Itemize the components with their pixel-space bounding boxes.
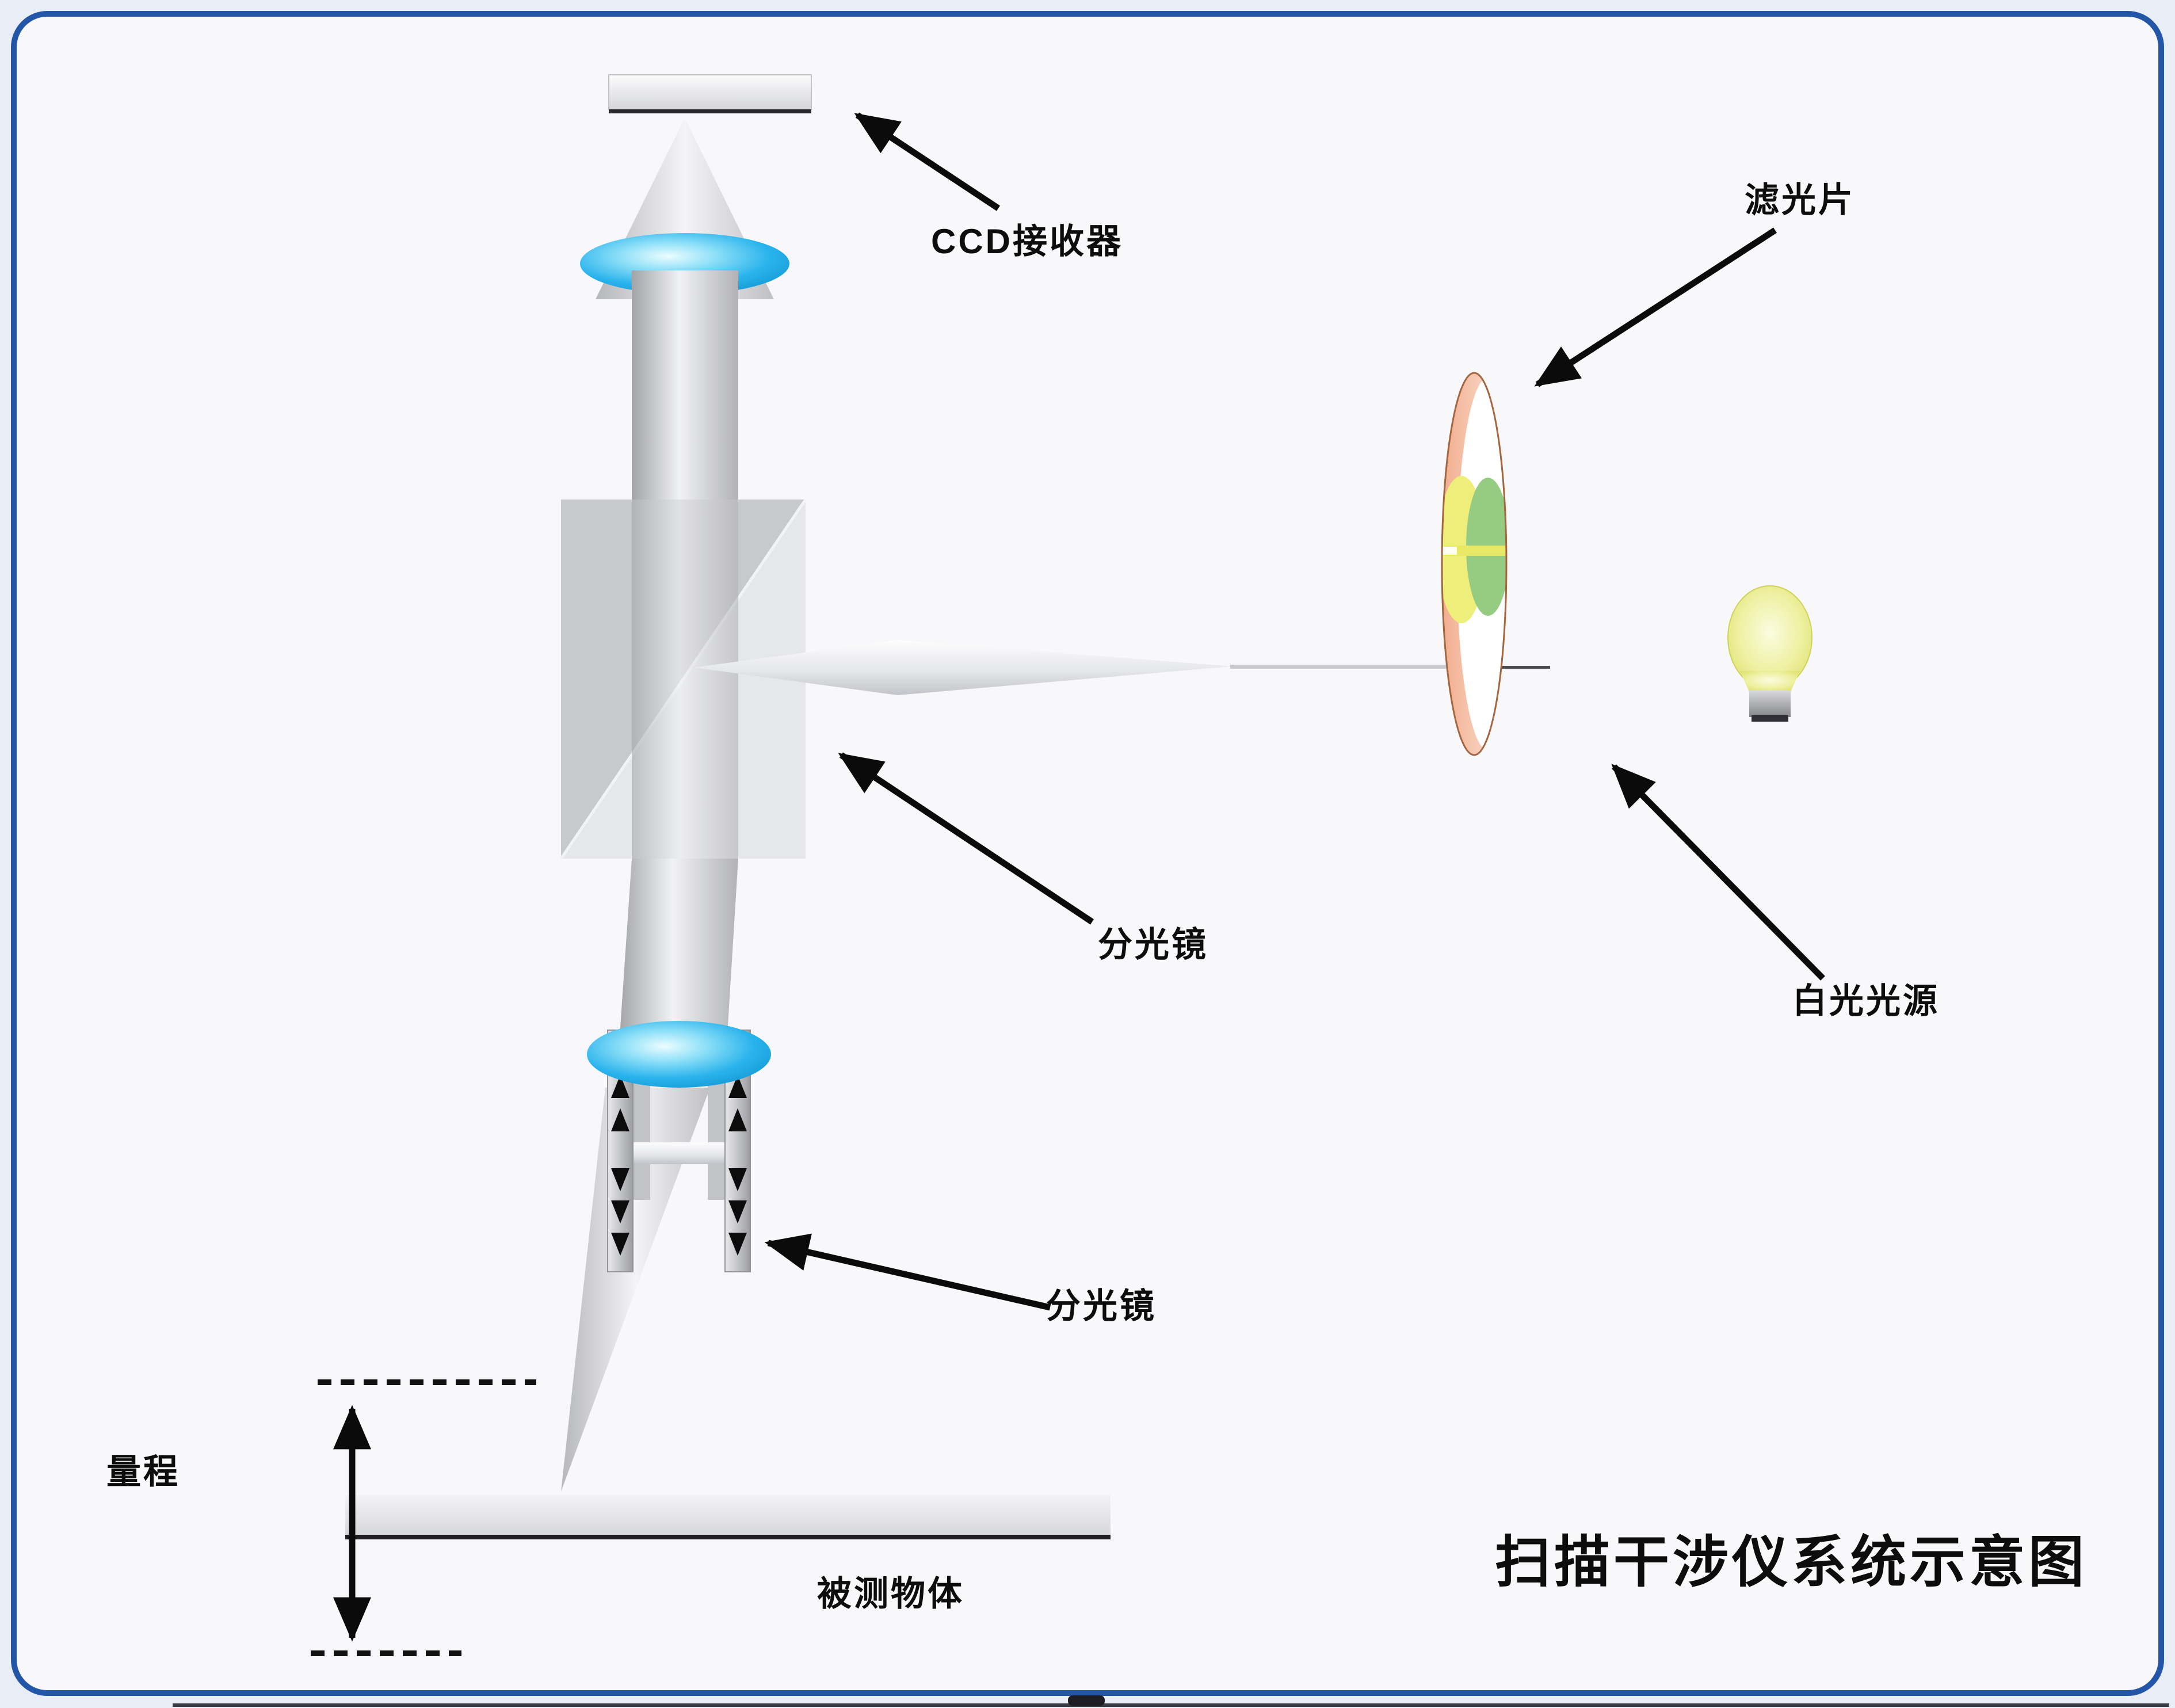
arrow-to-beam-splitter-upper [838, 752, 1094, 925]
filter-disk-outline [1441, 372, 1508, 756]
frame-border [11, 11, 2164, 1696]
arrow-to-ccd [854, 112, 1001, 211]
filter-center-band [1442, 546, 1506, 556]
beam-needle [1230, 665, 1449, 669]
filter-disk [1441, 372, 1508, 756]
beam-column-upper [632, 270, 738, 504]
lower-lens [587, 1021, 771, 1088]
bulb-base [1749, 691, 1791, 717]
label-measured-object: 被测物体 [817, 1574, 964, 1613]
label-beam-splitter-lower: 分光镜 [1046, 1287, 1157, 1325]
range-annotation [311, 1379, 536, 1656]
arrow-to-beam-splitter-lower [764, 1233, 1051, 1311]
label-ccd-receiver: CCD接收器 [931, 222, 1123, 261]
label-filter: 滤光片 [1745, 181, 1855, 219]
arrow-to-white-light [1611, 764, 1825, 981]
arrow-to-filter [1534, 227, 1777, 387]
bottom-edge-tab [1068, 1695, 1105, 1706]
beam-needle-dark [1499, 666, 1550, 669]
label-beam-splitter-upper: 分光镜 [1098, 925, 1208, 964]
diagram-title: 扫描干涉仪系统示意图 [1495, 1531, 2088, 1593]
bottom-edge-line [173, 1703, 2169, 1707]
light-bulb-icon [1727, 585, 1812, 722]
label-white-light-source: 白光光源 [1792, 982, 1940, 1020]
beam-column-through-cube [632, 500, 738, 859]
horizontal-beam [693, 640, 1231, 695]
ccd-plate [608, 74, 812, 113]
label-measuring-range: 量程 [106, 1452, 180, 1491]
mount-crossbar [633, 1142, 725, 1164]
lower-beam-cone [561, 1088, 710, 1492]
beam-column-lower [619, 859, 738, 1053]
sample-stage [345, 1494, 1111, 1539]
